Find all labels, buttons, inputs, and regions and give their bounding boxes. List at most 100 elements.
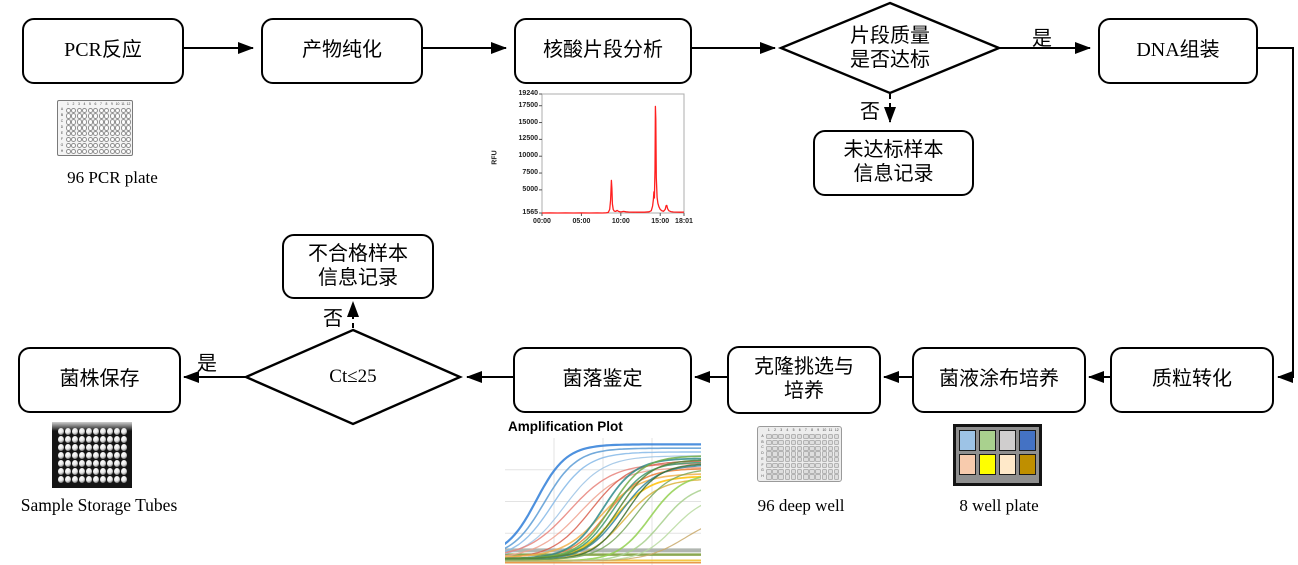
storage-tube [121,428,127,435]
node-strain-storage-label: 菌株保存 [59,368,140,391]
plate-well [766,451,772,457]
plate-well [65,131,71,137]
plate-well [65,119,71,125]
plate-well [833,445,840,451]
plate-well [796,439,803,445]
storage-tube [114,460,120,467]
plate-well [109,107,115,113]
plate-well [115,136,120,143]
colored-well [1019,454,1036,475]
plate-well [71,119,76,125]
plate-well [65,107,71,113]
node-product-purification-label: 产物纯化 [302,39,382,62]
storage-tube [114,476,120,483]
plate-well [766,445,772,451]
plate-well [766,462,772,468]
plate-well [827,445,834,451]
plate-well [76,136,82,143]
plate-well [784,468,791,474]
plate-well [833,462,840,468]
plate-well [827,434,834,440]
node-unqualified-record-line1: 不合格样本 [308,242,408,265]
plate-well [98,136,104,143]
plate-well [766,434,772,440]
plate-well [815,468,821,474]
ep-y-tick: 17500 [518,101,538,109]
ep-y-tick: 5000 [522,185,538,193]
plate-well [87,148,93,154]
storage-tube [93,468,99,475]
storage-tube [58,436,64,443]
plate-well [87,125,93,131]
plate-well [821,445,828,451]
ep-y-tick: 15000 [518,118,538,126]
plate-well [803,474,809,480]
caption-storage-tubes: Sample Storage Tubes [20,495,178,515]
ep-y-tick: 19240 [518,90,538,97]
colored-well [959,454,976,475]
plate-well [796,462,803,468]
sample-storage-tubes-image [52,422,132,488]
plate-well [815,434,821,440]
storage-tube [65,428,71,435]
storage-tube [121,444,127,451]
plate-well [766,468,772,474]
plate-well [772,451,778,457]
storage-tube [79,436,85,443]
node-fragment-analysis: 核酸片段分析 [514,18,692,84]
plate-well [98,142,104,149]
ep-y-tick: 12500 [518,135,538,143]
plate-well [833,468,840,474]
storage-tube [114,436,120,443]
amplification-curve [505,528,701,562]
plate-well [104,148,109,154]
plate-well [87,142,93,149]
plate-well [778,451,784,457]
amplification-curve [505,447,701,550]
plate-well [76,107,82,113]
plate-well [778,439,784,445]
plate-well [93,142,98,149]
plate-well [120,107,126,113]
plate-well [104,125,109,131]
plate-well [76,125,82,131]
storage-tube [86,428,92,435]
storage-tube [107,460,113,467]
plate-well [766,439,772,445]
node-clone-picking-line2: 培养 [784,380,824,402]
storage-tube [86,460,92,467]
decision-fragment-quality-line2: 是否达标 [850,49,930,71]
plate-well [784,457,791,463]
plate-well [815,457,821,463]
plate-well [815,451,821,457]
storage-tube [72,460,78,467]
plate-well [120,125,126,131]
storage-tube [72,476,78,483]
node-dna-assembly-label: DNA组装 [1136,39,1220,62]
caption-pcr-plate: 96 PCR plate [67,168,158,187]
plate-well [790,434,797,440]
plate-well [93,136,98,143]
node-substandard-record-line2: 信息记录 [853,163,934,185]
plate-well [126,142,131,149]
plate-well [772,474,778,480]
plate-well [790,439,797,445]
plate-well [772,457,778,463]
plate-well [76,119,82,125]
plate-well [809,439,815,445]
decision-ct25 [243,328,463,426]
plate-well [82,148,87,154]
plate-well [109,125,115,131]
plate-well [821,457,828,463]
plate-well [65,148,71,154]
plate-well [809,434,815,440]
plate-well [82,113,87,119]
plate-well [120,136,126,143]
node-substandard-record: 未达标样本 信息记录 [813,130,974,196]
plate-well [809,474,815,480]
node-unqualified-record-line2: 信息记录 [318,266,398,289]
storage-tube [114,452,120,459]
plate-well [796,474,803,480]
